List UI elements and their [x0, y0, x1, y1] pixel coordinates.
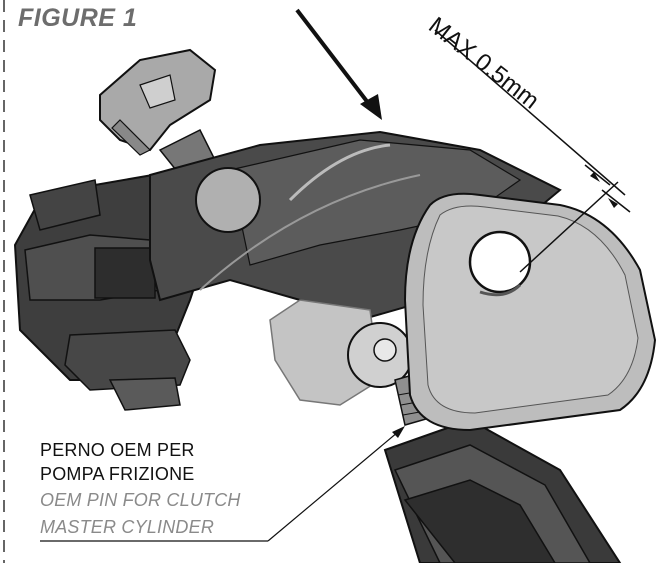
callout-leader — [40, 426, 405, 542]
callout-english-line-2: MASTER CYLINDER — [40, 517, 215, 537]
master-cylinder-body — [383, 418, 622, 563]
adjuster-knob — [99, 48, 217, 176]
pivot-bolt — [195, 167, 261, 233]
adapter-plate — [403, 192, 657, 432]
callout-italian-line-2: POMPA FRIZIONE — [40, 464, 195, 484]
callout-english-line-1: OEM PIN FOR CLUTCH — [40, 490, 241, 510]
adapter-hole — [468, 230, 532, 294]
back-plate — [269, 299, 381, 406]
figure-title: FIGURE 1 — [18, 4, 138, 32]
force-direction-arrow — [295, 8, 382, 120]
dimension-lines — [434, 29, 631, 273]
callout-italian-line-1: PERNO OEM PER — [40, 440, 195, 460]
